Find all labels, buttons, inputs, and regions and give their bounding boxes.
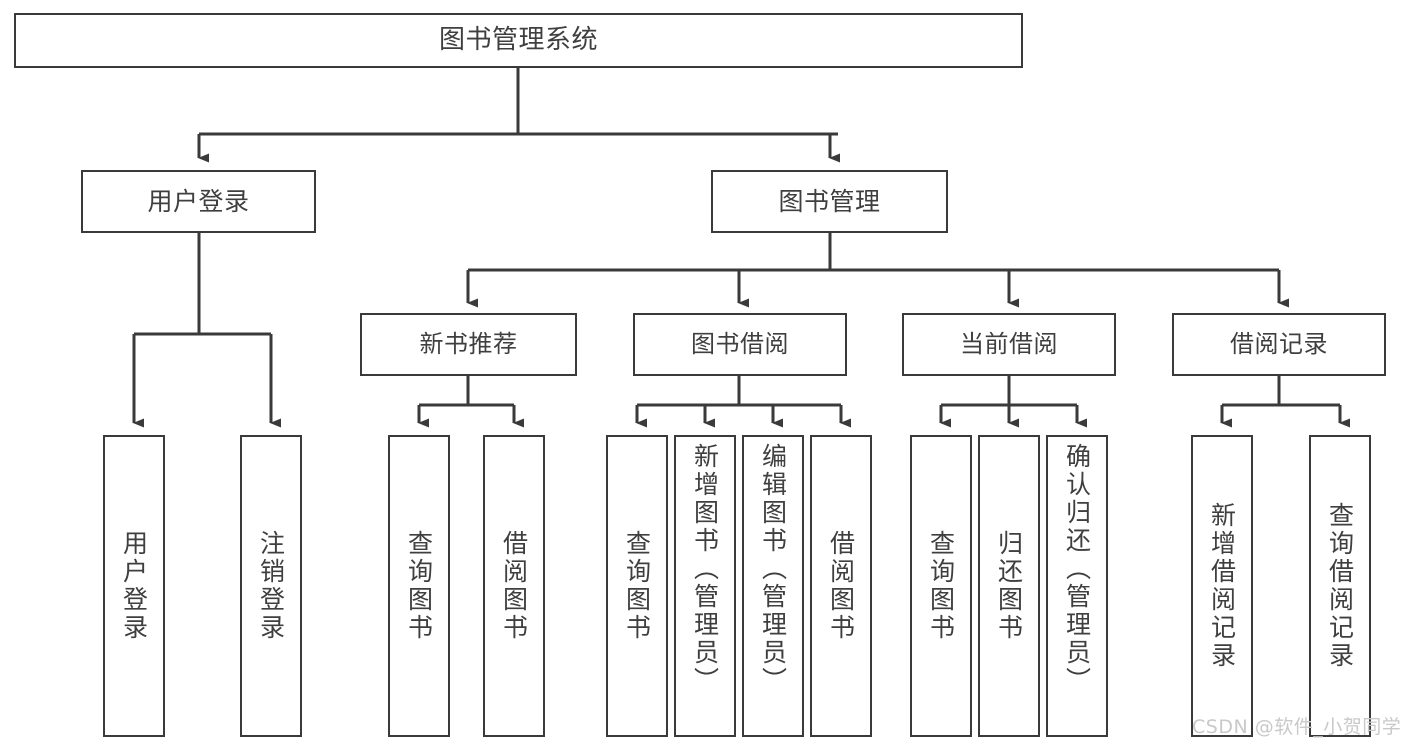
node-book-manage-label: 图书管理	[778, 186, 881, 216]
node-leaf-query-record-label: 查询借阅记录	[1325, 502, 1355, 670]
node-leaf-query-book-2[interactable]: 查询图书	[606, 435, 668, 737]
node-leaf-query-book-1[interactable]: 查询图书	[388, 435, 450, 737]
node-leaf-return-book-label: 归还图书	[994, 530, 1024, 642]
node-book-borrow[interactable]: 图书借阅	[633, 313, 847, 376]
node-leaf-add-record[interactable]: 新增借阅记录	[1191, 435, 1253, 737]
node-leaf-confirm-return-label: 确认归还（管理员）	[1062, 443, 1092, 695]
node-leaf-user-login-label: 用户登录	[119, 530, 149, 642]
node-book-manage[interactable]: 图书管理	[711, 170, 948, 233]
node-new-book-recommend[interactable]: 新书推荐	[360, 313, 577, 376]
node-leaf-query-book-3[interactable]: 查询图书	[910, 435, 972, 737]
node-current-borrow-label: 当前借阅	[960, 330, 1058, 359]
node-leaf-query-book-3-label: 查询图书	[926, 530, 956, 642]
node-borrow-record-label: 借阅记录	[1230, 330, 1328, 359]
node-leaf-add-book-label: 新增图书（管理员）	[690, 443, 720, 695]
node-leaf-user-login[interactable]: 用户登录	[103, 435, 165, 737]
node-current-borrow[interactable]: 当前借阅	[902, 313, 1116, 376]
node-leaf-query-book-2-label: 查询图书	[622, 530, 652, 642]
node-user-login[interactable]: 用户登录	[81, 170, 316, 233]
node-leaf-return-book[interactable]: 归还图书	[978, 435, 1040, 737]
node-leaf-query-record[interactable]: 查询借阅记录	[1309, 435, 1371, 737]
csdn-watermark: CSDN @软件_小贺同学	[1192, 716, 1402, 738]
node-leaf-logout[interactable]: 注销登录	[240, 435, 302, 737]
node-book-borrow-label: 图书借阅	[691, 330, 789, 359]
node-leaf-query-book-1-label: 查询图书	[404, 530, 434, 642]
node-root[interactable]: 图书管理系统	[14, 13, 1023, 68]
node-new-book-recommend-label: 新书推荐	[419, 330, 518, 359]
node-leaf-add-book[interactable]: 新增图书（管理员）	[674, 435, 736, 737]
node-leaf-edit-book-label: 编辑图书（管理员）	[758, 443, 788, 695]
node-leaf-confirm-return[interactable]: 确认归还（管理员）	[1046, 435, 1108, 737]
node-leaf-borrow-book-2-label: 借阅图书	[826, 530, 856, 642]
node-leaf-borrow-book-1[interactable]: 借阅图书	[483, 435, 545, 737]
node-root-label: 图书管理系统	[438, 25, 598, 56]
node-user-login-label: 用户登录	[147, 186, 250, 216]
node-leaf-borrow-book-2[interactable]: 借阅图书	[810, 435, 872, 737]
node-leaf-add-record-label: 新增借阅记录	[1207, 502, 1237, 670]
node-leaf-edit-book[interactable]: 编辑图书（管理员）	[742, 435, 804, 737]
node-leaf-borrow-book-1-label: 借阅图书	[499, 530, 529, 642]
node-leaf-logout-label: 注销登录	[256, 530, 286, 642]
node-borrow-record[interactable]: 借阅记录	[1172, 313, 1386, 376]
